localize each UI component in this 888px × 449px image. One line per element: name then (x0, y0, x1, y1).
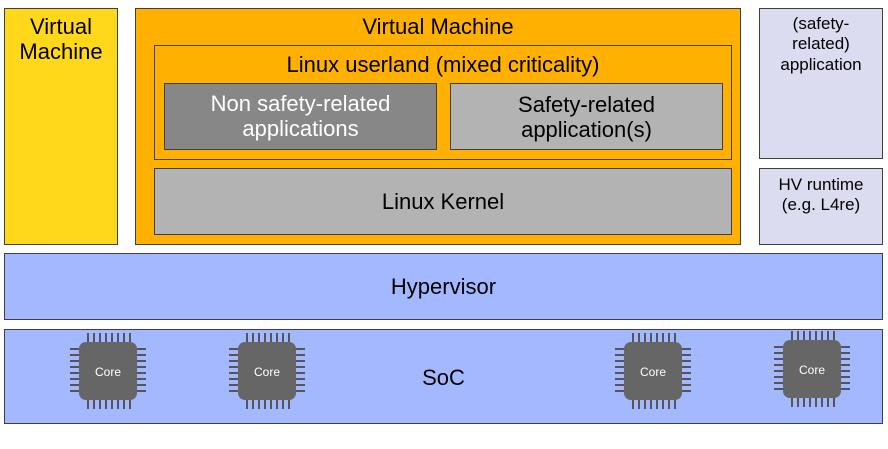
core-label: Core (254, 365, 280, 379)
hypervisor-label: Hypervisor (390, 274, 497, 299)
cpu-chip-icon: Core (70, 333, 146, 409)
hypervisor-layer: Hypervisor (4, 253, 883, 320)
safety-label: Safety-related application(s) (518, 92, 655, 143)
cpu-chip-icon: Core (615, 333, 691, 409)
vm-left-label: Virtual Machine (19, 14, 103, 65)
kernel-label: Linux Kernel (381, 189, 505, 214)
soc-label: SoC (422, 365, 465, 390)
core-label: Core (95, 365, 121, 379)
cpu-chip-icon: Core (774, 331, 850, 407)
hv-runtime-box: HV runtime (e.g. L4re) (759, 168, 883, 245)
userland-label: Linux userland (mixed criticality) (286, 52, 600, 77)
core-chip-3: Core (613, 331, 693, 411)
hv-runtime-label: HV runtime (e.g. L4re) (778, 175, 864, 215)
soc-layer: SoC (4, 329, 883, 424)
cpu-chip-icon: Core (229, 333, 305, 409)
non-safety-apps-box: Non safety-related applications (164, 83, 437, 150)
safety-app-label: (safety- related) application (780, 14, 862, 74)
core-chip-1: Core (68, 331, 148, 411)
vm-main-label: Virtual Machine (362, 14, 514, 39)
linux-kernel-box: Linux Kernel (154, 168, 732, 235)
core-label: Core (640, 365, 666, 379)
safety-apps-box: Safety-related application(s) (450, 83, 723, 150)
core-label: Core (799, 363, 825, 377)
core-chip-2: Core (227, 331, 307, 411)
virtual-machine-left: Virtual Machine (4, 8, 118, 245)
safety-related-application-box: (safety- related) application (759, 8, 883, 159)
core-chip-4: Core (772, 329, 852, 409)
non-safety-label: Non safety-related applications (210, 91, 391, 142)
